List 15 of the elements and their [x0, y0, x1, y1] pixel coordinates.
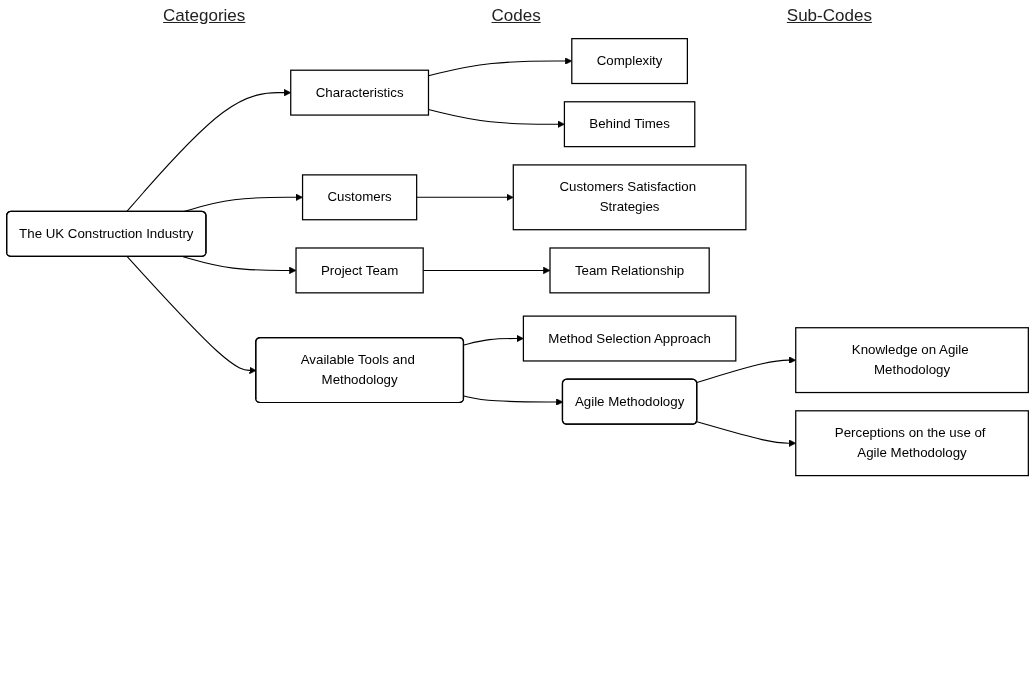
node-box: Complexity — [571, 38, 688, 85]
column-header: Sub-Codes — [786, 6, 872, 27]
node-box: Project Team — [295, 247, 424, 294]
column-header: Categories — [163, 6, 246, 27]
node-box: Perceptions on the use of Agile Methodology — [795, 410, 1029, 477]
arrow — [416, 193, 514, 201]
node-box: Customers — [301, 174, 418, 221]
column-header: Codes — [491, 6, 541, 27]
arrow — [463, 334, 524, 346]
node-box: Knowledge on Agile Methodology — [795, 327, 1029, 394]
node-box: Customers Satisfaction Strategies — [512, 164, 747, 231]
node-box: Method Selection Approach — [522, 315, 737, 362]
node-box: Behind Times — [563, 101, 696, 148]
node-box: Characteristics — [290, 69, 430, 116]
node-box: Team Relationship — [549, 247, 710, 294]
